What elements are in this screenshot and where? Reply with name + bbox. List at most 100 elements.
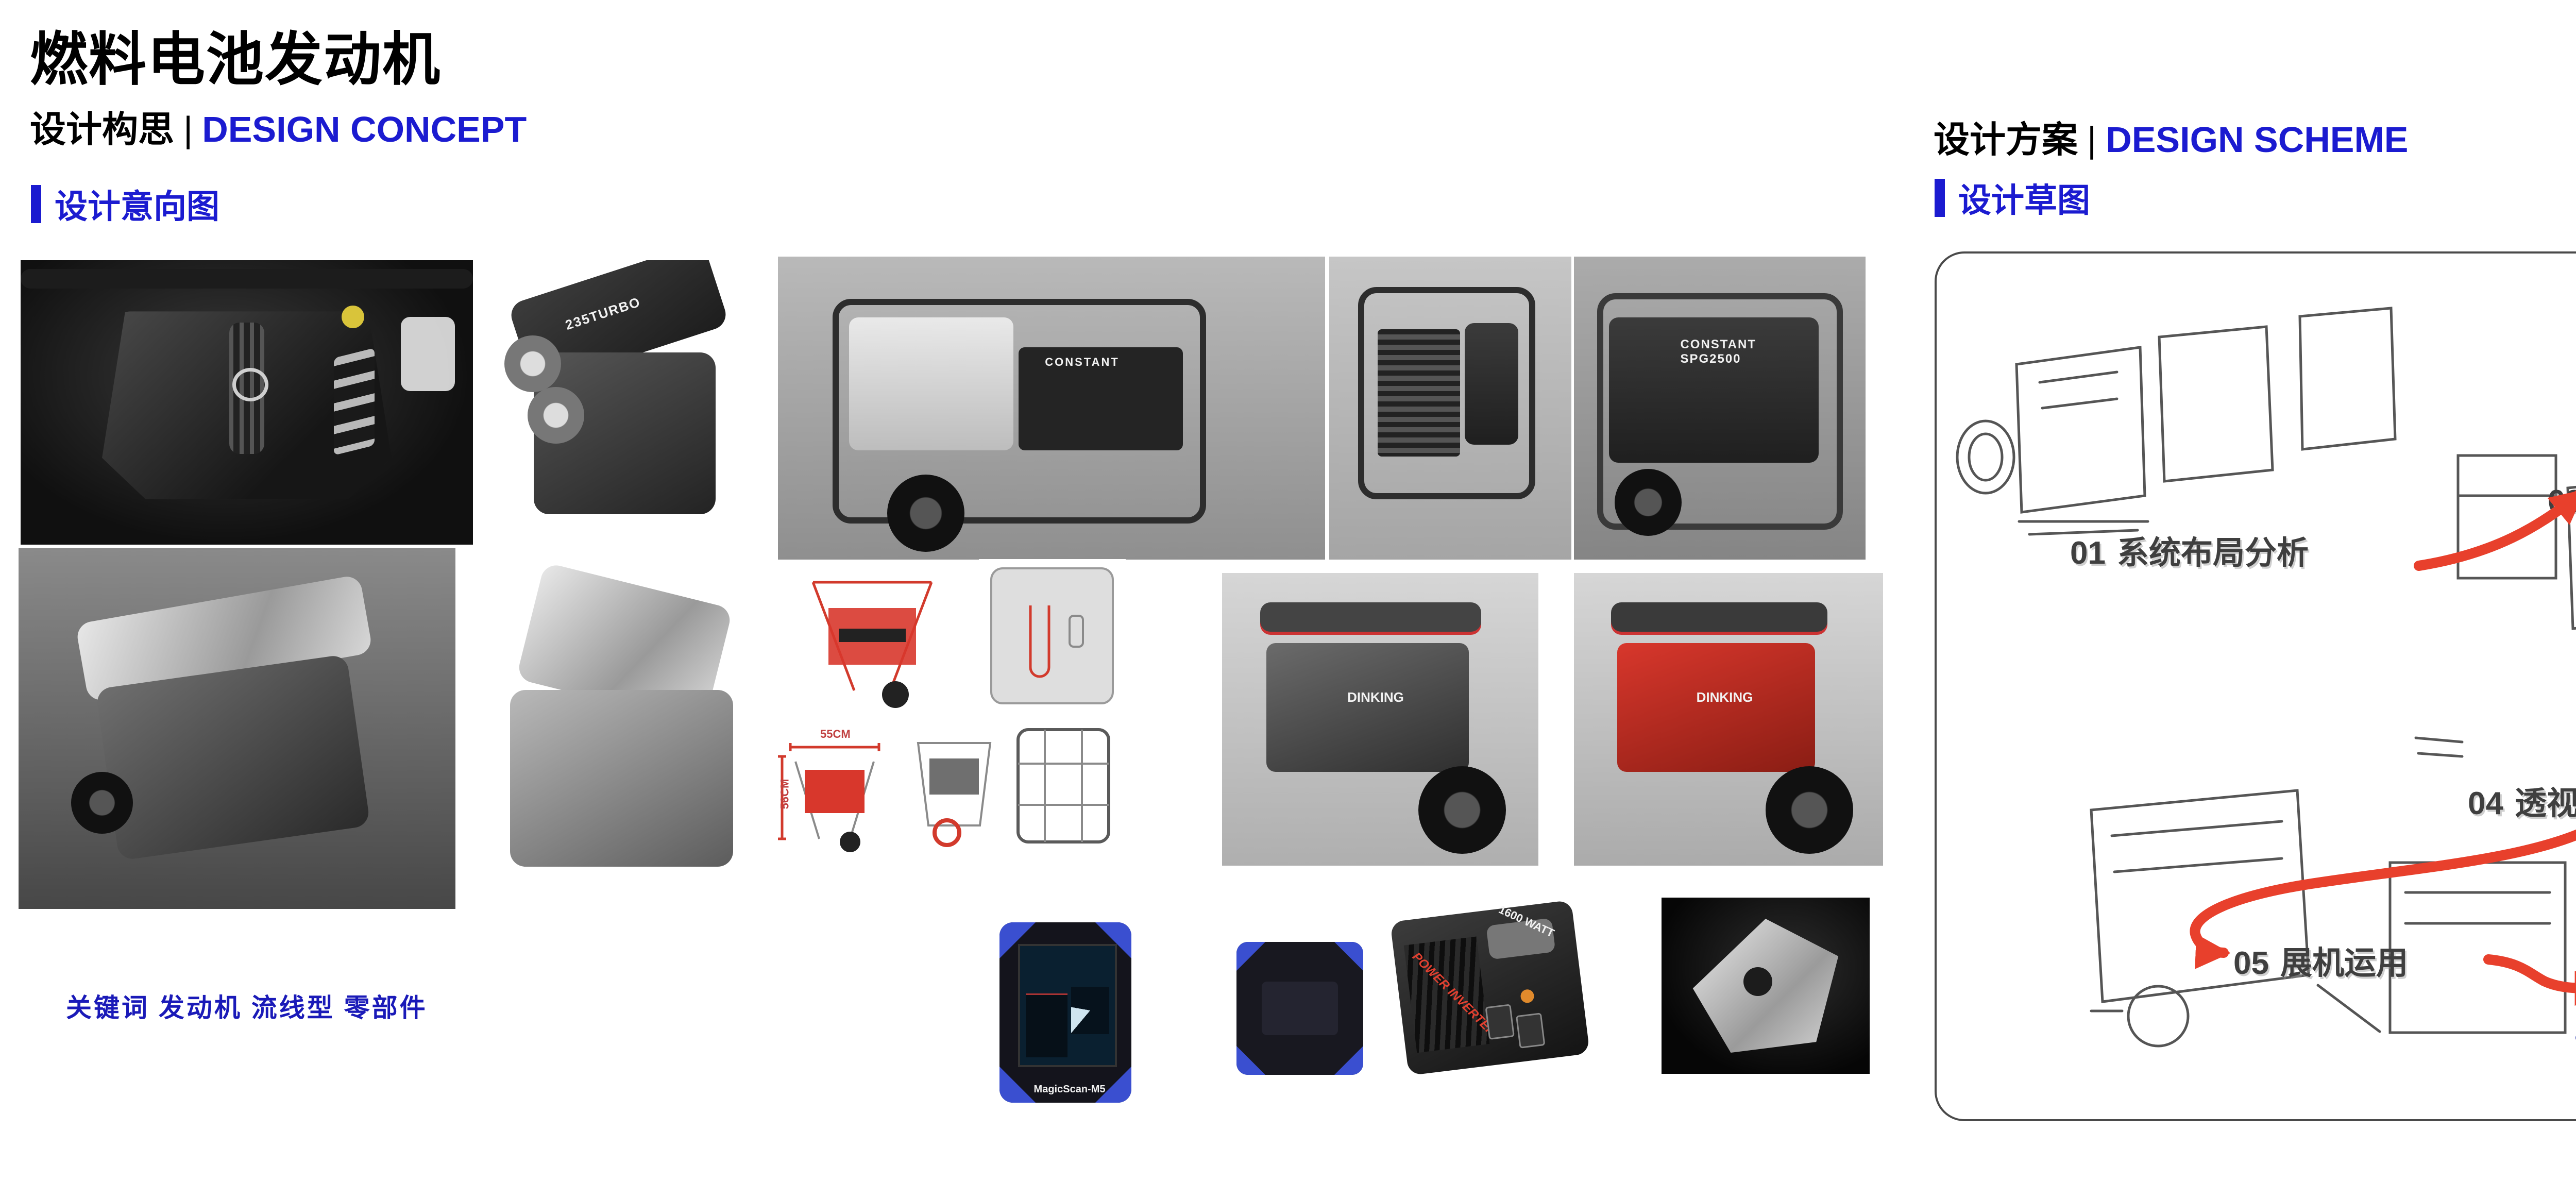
gen-gray-brand-label: CONSTANT — [1045, 356, 1120, 369]
coolant-cap-shape — [342, 306, 365, 329]
moodboard-v8-engine-photo — [481, 555, 774, 909]
engine-slats-shape — [333, 347, 375, 455]
left-section-title: 设计意向图 — [55, 188, 219, 225]
moodboard-engine-bay-photo — [21, 260, 473, 545]
inverter-outlet1-shape — [1484, 1004, 1515, 1040]
drawing-red-front-dims: 55CM 56CM — [773, 720, 896, 855]
rugged-tablet-back-photo — [1236, 942, 1363, 1075]
metal-part-shape-left — [1692, 919, 1839, 1053]
drawing-gray-side-view — [903, 722, 1006, 851]
dim-width-label: 55CM — [820, 728, 851, 740]
annotation-05: 05 展机运用 — [2233, 937, 2408, 983]
drawing-red-front-dims-svg — [778, 743, 880, 852]
drawing-red-front-1 — [792, 562, 953, 716]
left-section-header: 设计意向图 — [31, 180, 219, 228]
page-title: 燃料电池发动机 — [30, 27, 441, 92]
gen-black-body-shape: CONSTANT SPG2500 — [1608, 317, 1819, 463]
moodboard-generator-gray-photo: CONSTANT — [778, 257, 1325, 560]
metal-part-port-left — [1743, 967, 1772, 996]
dinking-red-body-shape: DINKING — [1617, 643, 1815, 772]
annotation-01-label: 系统布局分析 — [2116, 535, 2309, 571]
turbo-fan2-shape — [528, 387, 585, 444]
tablet-bumper-br — [1095, 1067, 1131, 1103]
engine-block-shape — [95, 654, 370, 861]
engine-hose-shape — [21, 268, 473, 289]
sketch-panel — [1935, 251, 2576, 1121]
moodboard-generator-rear-photo — [1329, 257, 1571, 560]
inverter-outlet2-shape — [1515, 1013, 1545, 1049]
tablet2-back-slab-shape — [1262, 982, 1338, 1035]
tablet-model-label: MagicScan-M5 — [1033, 1084, 1106, 1095]
annotation-04-num: 04 — [2468, 786, 2503, 821]
power-inverter-photo: POWER INVERTER 1600 WATT — [1381, 896, 1603, 1084]
rugged-tablet-front-photo: MagicScan-M5 — [999, 922, 1131, 1103]
moodboard-dinking-gray-photo: DINKING — [1222, 573, 1538, 866]
gen-panel-shape: CONSTANT — [1019, 347, 1183, 451]
gen-tank-shape — [849, 317, 1013, 451]
right-section-header: 设计草图 — [1935, 174, 2090, 222]
dinking-gray-wheel-shape — [1418, 766, 1506, 854]
dinking-red-brand-label: DINKING — [1696, 689, 1753, 705]
annotation-04-label: 透视视角 — [2514, 786, 2576, 821]
tablet2-bumper-br — [1334, 1046, 1363, 1075]
drawing-panel-top-view — [979, 559, 1126, 714]
tablet2-bumper-bl — [1236, 1046, 1265, 1075]
right-header-separator: | — [2087, 120, 2097, 160]
inverter-body-shape: POWER INVERTER 1600 WATT — [1389, 900, 1590, 1076]
moodboard-generator-black-photo: CONSTANT SPG2500 — [1574, 257, 1866, 560]
tablet-bumper-bl — [999, 1067, 1036, 1103]
annotation-01: 01 系统布局分析 — [2070, 527, 2309, 573]
drawing-panel-top-view-svg — [990, 567, 1114, 704]
moodboard-turbo-engine-photo: 235TURBO — [481, 260, 774, 549]
drawing-gray-side-view-svg — [917, 742, 992, 847]
pulley-shape — [71, 772, 133, 834]
drawing-frame-top-view-svg — [1016, 728, 1110, 843]
left-subtitle-zh: 设计构思 — [30, 109, 174, 149]
dinking-gray-body-shape: DINKING — [1266, 643, 1469, 772]
tablet-scan-fan-shape — [1071, 986, 1110, 1034]
right-section-title: 设计草图 — [1958, 182, 2090, 219]
section-bar-icon-right — [1935, 179, 1945, 217]
tablet-waveform-shape — [1025, 993, 1067, 1057]
sketch-doodles-svg — [1956, 307, 2576, 1048]
engine-logo-icon — [232, 367, 269, 401]
tablet2-bumper-tr — [1334, 942, 1363, 971]
dinking-gray-brand-label: DINKING — [1347, 689, 1404, 705]
metal-casting-photo-left — [1662, 898, 1870, 1074]
left-subtitle-en: DESIGN CONCEPT — [202, 109, 527, 149]
annotation-05-num: 05 — [2233, 946, 2269, 981]
turbo-label: 235TURBO — [563, 294, 643, 333]
tablet2-bumper-tl — [1236, 942, 1265, 971]
reservoir-shape — [400, 317, 455, 391]
gen-black-wheel-shape — [1615, 468, 1682, 536]
moodboard-w16-engine-photo — [19, 548, 455, 909]
annotation-05-label: 展机运用 — [2280, 946, 2408, 981]
gen-frame-shape — [833, 299, 1207, 524]
engine-cover-shape — [102, 311, 392, 499]
moodboard-dinking-red-photo: DINKING — [1574, 573, 1883, 866]
v8-block-shape — [510, 689, 734, 867]
gen-rear-frame-shape — [1358, 286, 1535, 499]
left-subtitle-separator: | — [183, 109, 193, 149]
section-bar-icon — [31, 185, 41, 223]
right-header: 设计方案|DESIGN SCHEME — [1934, 111, 2409, 163]
keywords-line: 关键词 发动机 流线型 零部件 — [66, 993, 428, 1022]
right-header-zh: 设计方案 — [1934, 120, 2078, 160]
dinking-red-wheel-shape — [1766, 766, 1853, 854]
dinking-red-rollbar-shape — [1611, 602, 1827, 632]
turbo-fan1-shape — [504, 335, 561, 392]
drawing-frame-top-view — [1009, 722, 1118, 849]
annotation-04: 04 透视视角 — [2468, 777, 2576, 823]
annotation-02: 02造型特征线 — [2548, 475, 2576, 521]
right-header-en: DESIGN SCHEME — [2106, 120, 2409, 160]
tablet-screen — [1018, 944, 1117, 1067]
gen-black-brand-label: CONSTANT SPG2500 — [1680, 338, 1756, 366]
inverter-power-dot — [1519, 989, 1535, 1004]
gen-wheel-shape — [887, 475, 965, 552]
annotation-02-num: 02 — [2548, 484, 2576, 519]
gen-rear-grille-shape — [1378, 329, 1460, 457]
gen-rear-engine-shape — [1465, 323, 1518, 445]
annotation-01-num: 01 — [2070, 535, 2106, 571]
drawing-red-front-1-svg — [811, 581, 933, 708]
